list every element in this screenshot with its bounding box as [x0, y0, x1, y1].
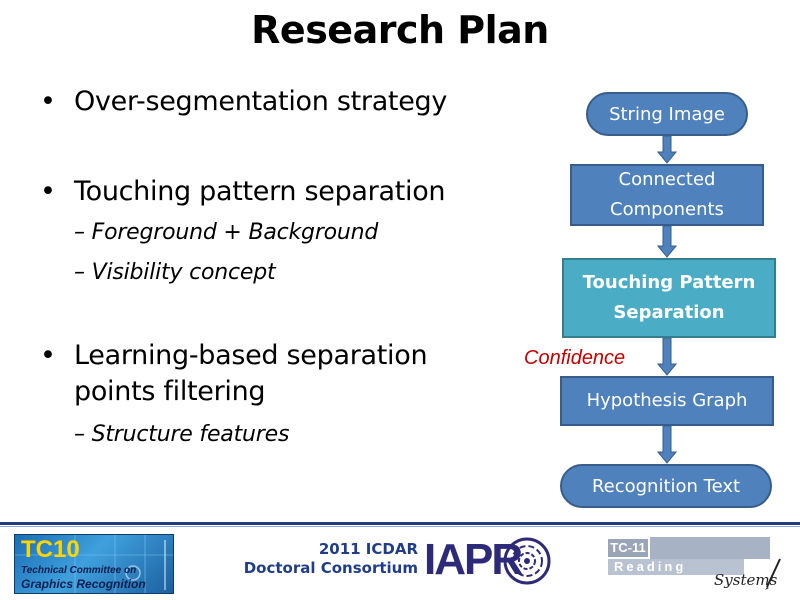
- tc10-title: TC10: [21, 536, 80, 563]
- sub-bullet-dash: –: [74, 260, 85, 285]
- bullet-text: Touching pattern separation: [74, 176, 446, 207]
- sub-bullet-text: Structure features: [91, 422, 290, 447]
- arrow-down-icon: [657, 136, 677, 164]
- arrow-down-icon: [657, 338, 677, 376]
- edge-label-confidence: Confidence: [524, 347, 626, 369]
- bullet-item: • Over-segmentation strategy: [40, 84, 514, 120]
- footer: TC10 Technical Committee on Graphics Rec…: [0, 527, 800, 600]
- tc10-line2: Graphics Recognition: [21, 577, 146, 591]
- sub-bullet-item: – Foreground + Background: [74, 218, 378, 248]
- bullet-dot: •: [40, 340, 56, 371]
- tc11-block-graphic: [650, 537, 770, 559]
- flow-node-connected-components: Connected Components: [570, 164, 764, 226]
- bullet-item: • Learning-based separation points filte…: [40, 338, 514, 410]
- sub-bullet-item: – Structure features: [74, 420, 289, 450]
- footer-divider: [0, 522, 800, 525]
- flow-node-recognition-text: Recognition Text: [560, 464, 772, 508]
- bullet-text: Over-segmentation strategy: [74, 86, 448, 117]
- flow-node-string-image: String Image: [586, 92, 748, 136]
- arrow-down-icon: [657, 226, 677, 258]
- pen-icon: [765, 558, 781, 590]
- sub-bullet-dash: –: [74, 422, 85, 447]
- bullet-text: Learning-based separation points filteri…: [74, 340, 428, 407]
- iapr-logo-text: IAPR: [424, 535, 523, 584]
- tc11-logo: TC-11 Reading Systems: [604, 537, 784, 595]
- tc11-script: Systems: [714, 571, 778, 589]
- footer-divider-light: [0, 526, 800, 527]
- flowchart: String Image Connected Components Touchi…: [524, 92, 776, 508]
- sub-bullet-dash: –: [74, 220, 85, 245]
- conference-label: 2011 ICDAR Doctoral Consortium: [228, 540, 418, 578]
- conference-line2: Doctoral Consortium: [243, 559, 418, 577]
- tc11-band: Reading: [608, 559, 744, 575]
- bullet-item: • Touching pattern separation: [40, 174, 514, 210]
- conference-line1: 2011 ICDAR: [318, 540, 418, 558]
- slide-title: Research Plan: [251, 8, 549, 52]
- circuit-pattern-icon: [15, 535, 173, 593]
- iapr-spiral-logo-icon: [503, 537, 551, 585]
- tc10-logo: TC10 Technical Committee on Graphics Rec…: [14, 534, 174, 594]
- bullet-dot: •: [40, 176, 56, 207]
- arrow-down-icon: [657, 426, 677, 464]
- sub-bullet-item: – Visibility concept: [74, 258, 276, 288]
- tc10-line1: Technical Committee on: [21, 565, 137, 576]
- flow-node-hypothesis-graph: Hypothesis Graph: [560, 376, 774, 426]
- tc11-tag: TC-11: [608, 539, 648, 557]
- bullet-dot: •: [40, 86, 56, 117]
- sub-bullet-text: Foreground + Background: [91, 220, 379, 245]
- flow-node-touching-pattern-separation: Touching Pattern Separation: [562, 258, 776, 338]
- sub-bullet-text: Visibility concept: [91, 260, 276, 285]
